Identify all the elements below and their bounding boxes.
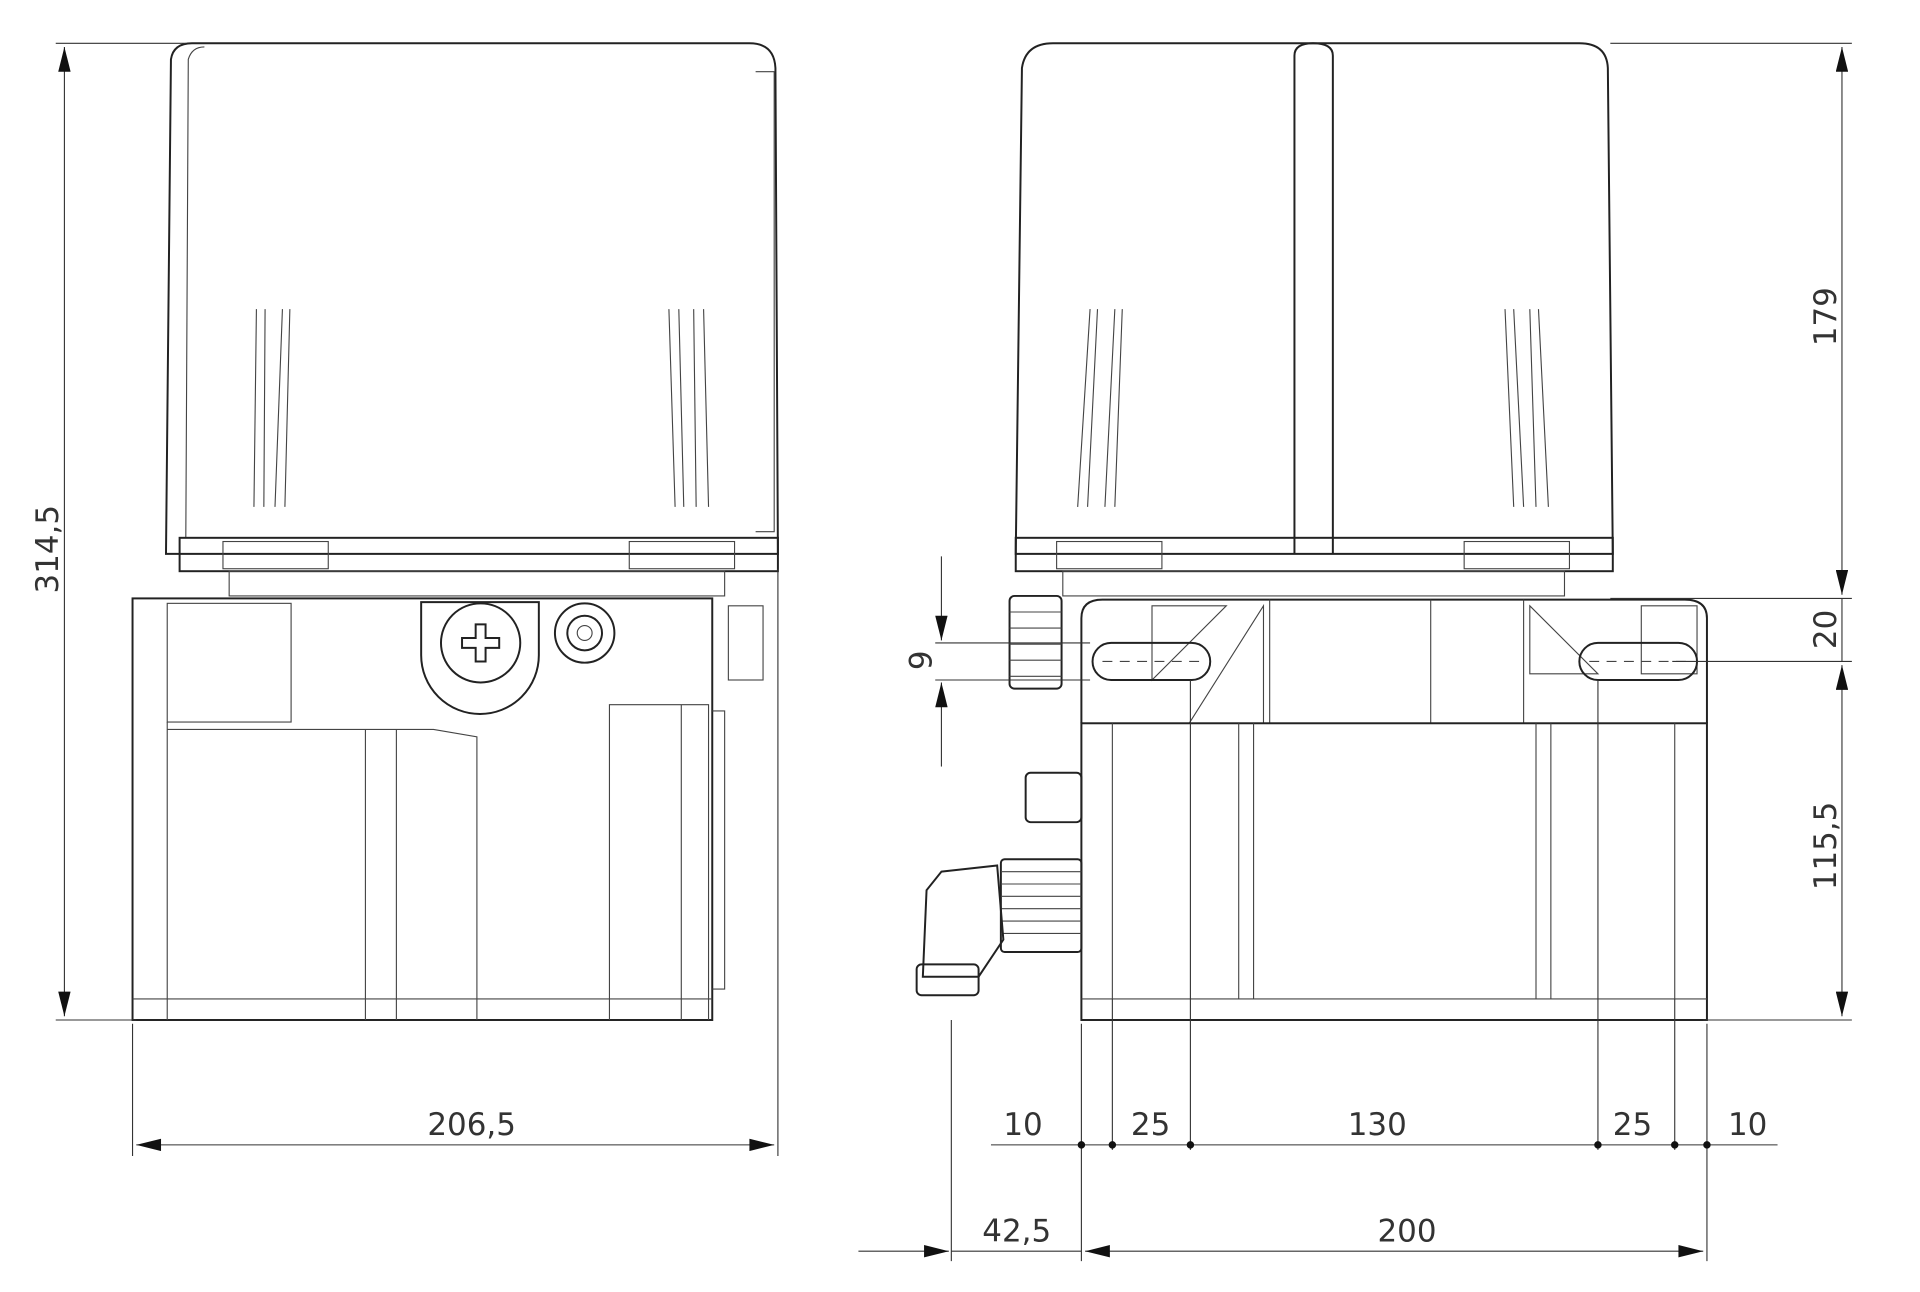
flange-front xyxy=(1080,598,1708,724)
dim-connector-offset: 42,5 xyxy=(982,1213,1051,1249)
base-side xyxy=(131,597,764,1021)
dim-bottom-3: 130 xyxy=(1348,1107,1407,1143)
dim-base-height: 115,5 xyxy=(1808,802,1844,890)
dim-flange-height: 20 xyxy=(1808,610,1844,649)
dim-height-total: 314,5 xyxy=(30,505,66,593)
connectors xyxy=(915,594,1083,997)
front-view: 179 20 115,5 9 10 25 130 25 10 xyxy=(858,42,1852,1262)
dim-width-side: 206,5 xyxy=(427,1107,516,1143)
dim-width-front: 200 xyxy=(1377,1213,1436,1249)
dim-bottom-5: 10 xyxy=(1728,1107,1767,1143)
dimension-reservoir-height: 179 20 115,5 xyxy=(1610,42,1852,1021)
reservoir-side xyxy=(164,42,779,597)
dim-bottom-4: 25 xyxy=(1613,1107,1652,1143)
dim-bottom-1: 10 xyxy=(1003,1107,1042,1143)
dimension-slot: 9 xyxy=(903,556,1091,767)
side-view: 314,5 206,5 xyxy=(30,42,779,1156)
dimension-width-side: 206,5 xyxy=(131,568,779,1156)
base-front xyxy=(1080,722,1708,1021)
dimension-height-total: 314,5 xyxy=(30,42,186,1021)
dimension-bottom-chain: 10 25 130 25 10 xyxy=(990,680,1778,1262)
fill-plug xyxy=(420,601,616,715)
dimension-overall: 42,5 200 xyxy=(858,1020,1704,1262)
dim-slot: 9 xyxy=(903,650,939,670)
reservoir-front xyxy=(1014,42,1614,597)
dim-reservoir-height: 179 xyxy=(1808,287,1844,346)
dim-bottom-2: 25 xyxy=(1131,1107,1170,1143)
